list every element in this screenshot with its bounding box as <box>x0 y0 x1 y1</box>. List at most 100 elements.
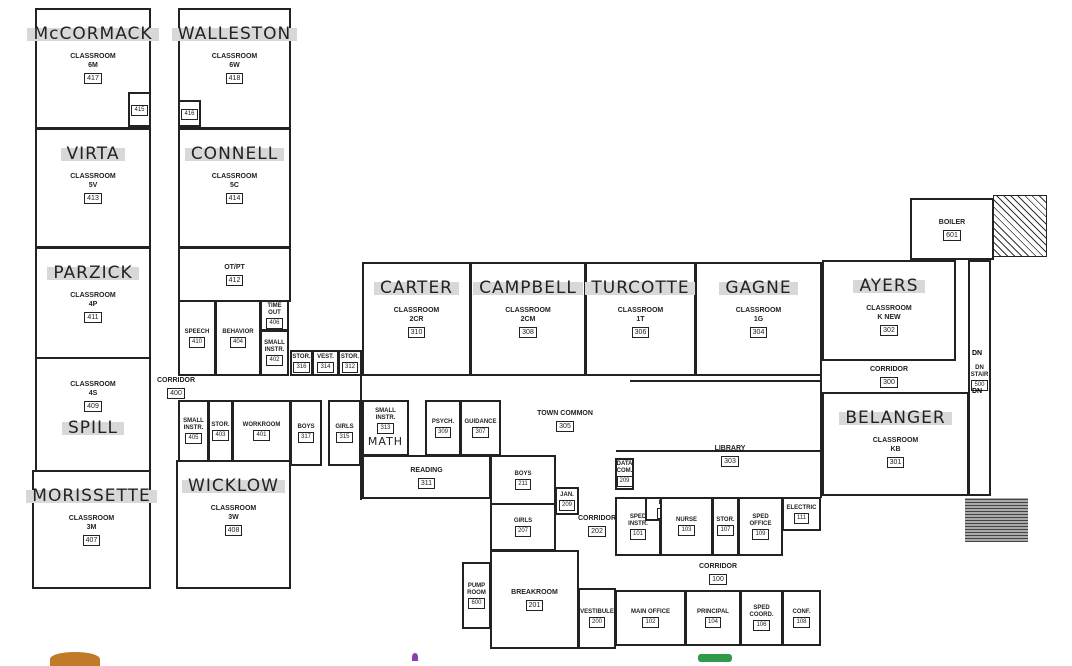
room-209[interactable]: JAN.209 <box>555 487 579 515</box>
room-number: 200 <box>588 617 605 628</box>
room-number: 400 <box>167 387 185 399</box>
room-number: 308 <box>519 327 537 338</box>
room-416[interactable]: 416 <box>178 100 201 127</box>
room-number: 108 <box>793 616 810 628</box>
room-label: DATA COM. <box>616 461 633 474</box>
room-number: 408 <box>224 525 243 536</box>
room-402[interactable]: SMALL INSTR.402 <box>260 330 289 376</box>
room-106[interactable]: SPED COORD.106 <box>740 590 783 646</box>
room-number: 201 <box>525 600 544 611</box>
room-number: 415 <box>131 104 148 116</box>
purple-marker <box>412 653 418 661</box>
room-405[interactable]: SMALL INSTR.405 <box>178 400 209 462</box>
room-label: GUIDANCE <box>464 418 497 425</box>
teacher-name: PARZICK <box>47 263 139 283</box>
wall <box>149 355 151 471</box>
room-number: 300 <box>880 377 898 388</box>
room-code: 4S <box>88 390 98 397</box>
room-label: CLASSROOM <box>70 53 116 60</box>
room-label: CLASSROOM <box>68 515 115 522</box>
room-316[interactable]: STOR.316 <box>290 350 313 376</box>
room-107[interactable]: STOR.107 <box>712 497 739 556</box>
room-403[interactable]: STOR.403 <box>208 400 233 462</box>
room-label: CORRIDOR <box>577 515 617 522</box>
room-209[interactable]: DATA COM. 209 <box>615 458 634 490</box>
room-label: STOR. <box>292 353 311 360</box>
room-number: 414 <box>225 193 244 204</box>
room-312[interactable]: STOR.312 <box>338 350 362 376</box>
teacher-name: WICKLOW <box>182 476 285 496</box>
room-number: 317 <box>297 431 314 443</box>
room-label: SPEECH <box>184 328 210 335</box>
room-number: 106 <box>753 620 770 631</box>
room-number: 209 <box>616 476 633 487</box>
room-309[interactable]: PSYCH.309 <box>425 400 461 456</box>
room-415[interactable]: 415 <box>128 92 151 127</box>
room-number: 207 <box>514 525 531 537</box>
room-code: 6W <box>229 62 240 69</box>
room-number: 102 <box>642 616 659 628</box>
room-number: 417 <box>84 73 102 84</box>
teacher-name: SPILL <box>62 418 124 438</box>
room-label: GIRLS <box>335 423 354 430</box>
room-108[interactable]: CONF.108 <box>782 590 821 646</box>
room-number: 601 <box>943 229 961 241</box>
room-314[interactable]: VEST.314 <box>312 350 339 376</box>
room-number: 304 <box>749 327 768 338</box>
teacher-name: WALLESTON <box>171 24 298 44</box>
room-number: 600 <box>468 597 485 609</box>
room-number: 402 <box>266 355 283 366</box>
room-number: 312 <box>341 361 358 373</box>
room-code: 5V <box>88 182 98 189</box>
room-code: 2CM <box>520 316 536 323</box>
wall <box>820 360 822 498</box>
room-code: 3M <box>86 524 97 531</box>
teacher-name: MATH <box>367 435 404 448</box>
room-number: 410 <box>188 336 205 348</box>
green-marker <box>698 654 732 662</box>
room-label: CLASSROOM <box>70 173 116 180</box>
room-number: 409 <box>84 401 102 412</box>
